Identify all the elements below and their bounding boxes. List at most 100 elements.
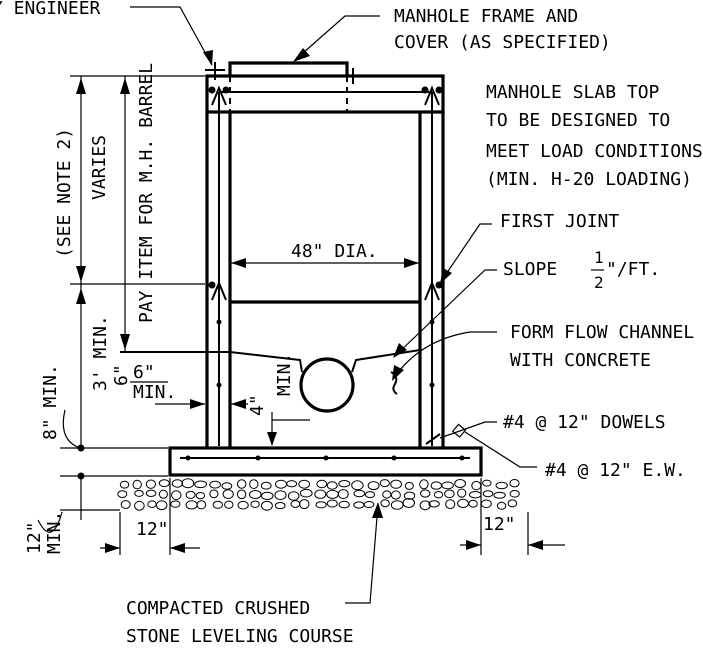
stone-rock	[390, 479, 403, 489]
stone-rock	[454, 479, 467, 488]
rebar-dot	[391, 455, 397, 461]
stone-rock	[326, 481, 338, 490]
arrow-head	[392, 365, 404, 381]
stone-rock	[250, 500, 260, 508]
stone-rock	[509, 479, 520, 488]
label-min-b: MIN.	[274, 353, 295, 396]
arrow-head	[170, 543, 185, 553]
ew-bar-mark	[451, 423, 467, 438]
label-eight-min: 8" MIN.	[40, 364, 61, 440]
stone-rock	[222, 489, 234, 500]
stone-rock	[236, 489, 247, 500]
stone-rock	[195, 492, 206, 500]
stone-rock	[185, 500, 198, 510]
label-slope-num: 1	[594, 248, 604, 267]
stone-rock	[236, 479, 247, 489]
stone-rock	[509, 490, 520, 498]
rebar-dot	[459, 455, 465, 461]
manhole-frame-cover	[228, 61, 349, 76]
label-slab-line3: MEET LOAD CONDITIONS	[486, 141, 703, 162]
arrow-head	[293, 48, 310, 62]
dim-dot	[77, 444, 85, 452]
stone-rock	[379, 479, 390, 488]
stone-rock	[298, 479, 311, 489]
stone-rock	[315, 501, 327, 509]
label-ew: #4 @ 12" E.W.	[545, 460, 686, 481]
stone-rock	[390, 490, 401, 500]
stone-rock	[353, 501, 365, 509]
stone-rock	[158, 489, 168, 499]
stone-rock	[275, 479, 287, 489]
stone-rock	[171, 490, 182, 501]
lift-hook-left	[211, 85, 227, 106]
stone-rock	[185, 490, 196, 499]
label-slab-line4: (MIN. H-20 LOADING)	[486, 169, 692, 190]
stone-rock	[337, 489, 349, 500]
stone-rock	[286, 480, 298, 488]
label-flow-line2: WITH CONCRETE	[510, 350, 651, 371]
manhole-slab-top	[205, 74, 445, 114]
label-slope-unit: "/FT.	[606, 259, 660, 280]
stone-rock	[117, 490, 128, 499]
stone-rock	[338, 500, 350, 509]
label-min-a: MIN.	[133, 382, 176, 403]
rebar-dot	[323, 455, 329, 461]
label-twelve-right: 12"	[483, 514, 516, 535]
arrow-head	[372, 502, 383, 518]
rebar-dot	[208, 281, 216, 289]
stone-rock	[404, 481, 414, 490]
stone-rock	[420, 489, 431, 498]
arrow-head	[267, 432, 277, 446]
stone-rock	[194, 480, 208, 489]
stone-rock	[402, 498, 415, 508]
label-varies: VARIES	[89, 135, 110, 200]
stone-rock	[212, 500, 224, 509]
rebar-dot	[222, 86, 230, 94]
stone-rock	[419, 500, 431, 511]
stone-rock	[428, 500, 440, 508]
stone-rock	[119, 480, 130, 489]
stone-rock	[390, 500, 404, 510]
rebar-dot	[216, 319, 222, 325]
arrow-head	[76, 266, 86, 282]
dowel-bar	[425, 433, 441, 445]
label-first-joint: FIRST JOINT	[500, 211, 619, 232]
stone-rock	[430, 481, 442, 490]
stone-rock	[181, 478, 195, 489]
label-dowels: #4 @ 12" DOWELS	[503, 412, 666, 433]
joint-hook-right	[424, 280, 440, 301]
stone-rock	[260, 481, 272, 490]
rebar-dot	[208, 86, 216, 94]
leader-first-joint	[439, 223, 492, 284]
label-six-b: 6"	[133, 362, 155, 383]
stone-rock	[249, 490, 262, 499]
stone-rock	[261, 491, 274, 500]
stone-rock	[482, 490, 494, 498]
stone-rock	[260, 500, 273, 511]
label-slope: SLOPE	[503, 259, 557, 280]
stone-rock	[274, 490, 287, 501]
stone-rock	[287, 491, 300, 501]
arrow-head	[466, 540, 481, 550]
label-frame-line1: MANHOLE FRAME AND	[394, 6, 578, 27]
stone-rock	[380, 499, 390, 508]
stone-rock	[445, 499, 456, 510]
pipe-section	[299, 357, 355, 413]
arrow-head	[231, 258, 246, 268]
stone-rock	[326, 489, 339, 499]
lift-hook-right	[424, 85, 440, 106]
label-frame-line2: COVER (AS SPECIFIED)	[394, 32, 611, 53]
stone-rock	[457, 498, 469, 508]
stone-rock	[363, 501, 375, 508]
stone-rock	[134, 489, 144, 497]
arrow-head	[440, 268, 452, 284]
stone-rock	[316, 479, 328, 489]
arrow-head	[404, 258, 419, 268]
label-stone-line1: COMPACTED CRUSHED	[126, 598, 310, 619]
stone-rock	[353, 489, 366, 498]
stone-rock	[221, 482, 233, 490]
leader-8in	[62, 409, 81, 449]
stone-rock	[196, 500, 207, 510]
